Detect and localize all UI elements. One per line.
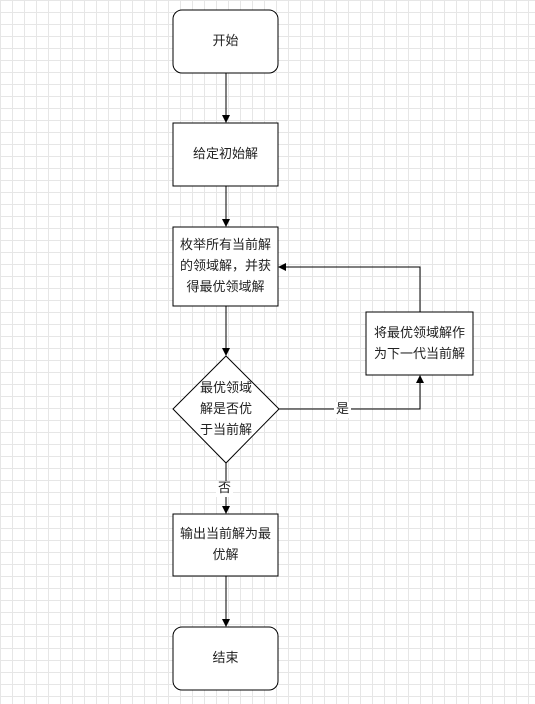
update-label: 将最优领域解作为下一代当前解 [373, 325, 465, 362]
no-edge-label: 否 [216, 481, 234, 497]
edge-decision-yes-to-update [279, 375, 424, 410]
init-label: 给定初始解 [192, 147, 258, 162]
yes-edge-label: 是 [334, 402, 352, 418]
decision-label: 最优领域解是否优于当前解 [199, 381, 252, 438]
init-node [172, 122, 279, 187]
output-label: 输出当前解为最优解 [179, 527, 271, 563]
end-label: 结束 [212, 651, 239, 666]
enumerate-label: 枚举所有当前解的领域解，并获得最优领域解 [179, 238, 271, 295]
start-label: 开始 [212, 34, 239, 49]
enumerate-node [172, 226, 279, 307]
edge-update-to-enumerate [278, 263, 421, 312]
end-node [172, 626, 279, 691]
output-node [172, 513, 279, 577]
